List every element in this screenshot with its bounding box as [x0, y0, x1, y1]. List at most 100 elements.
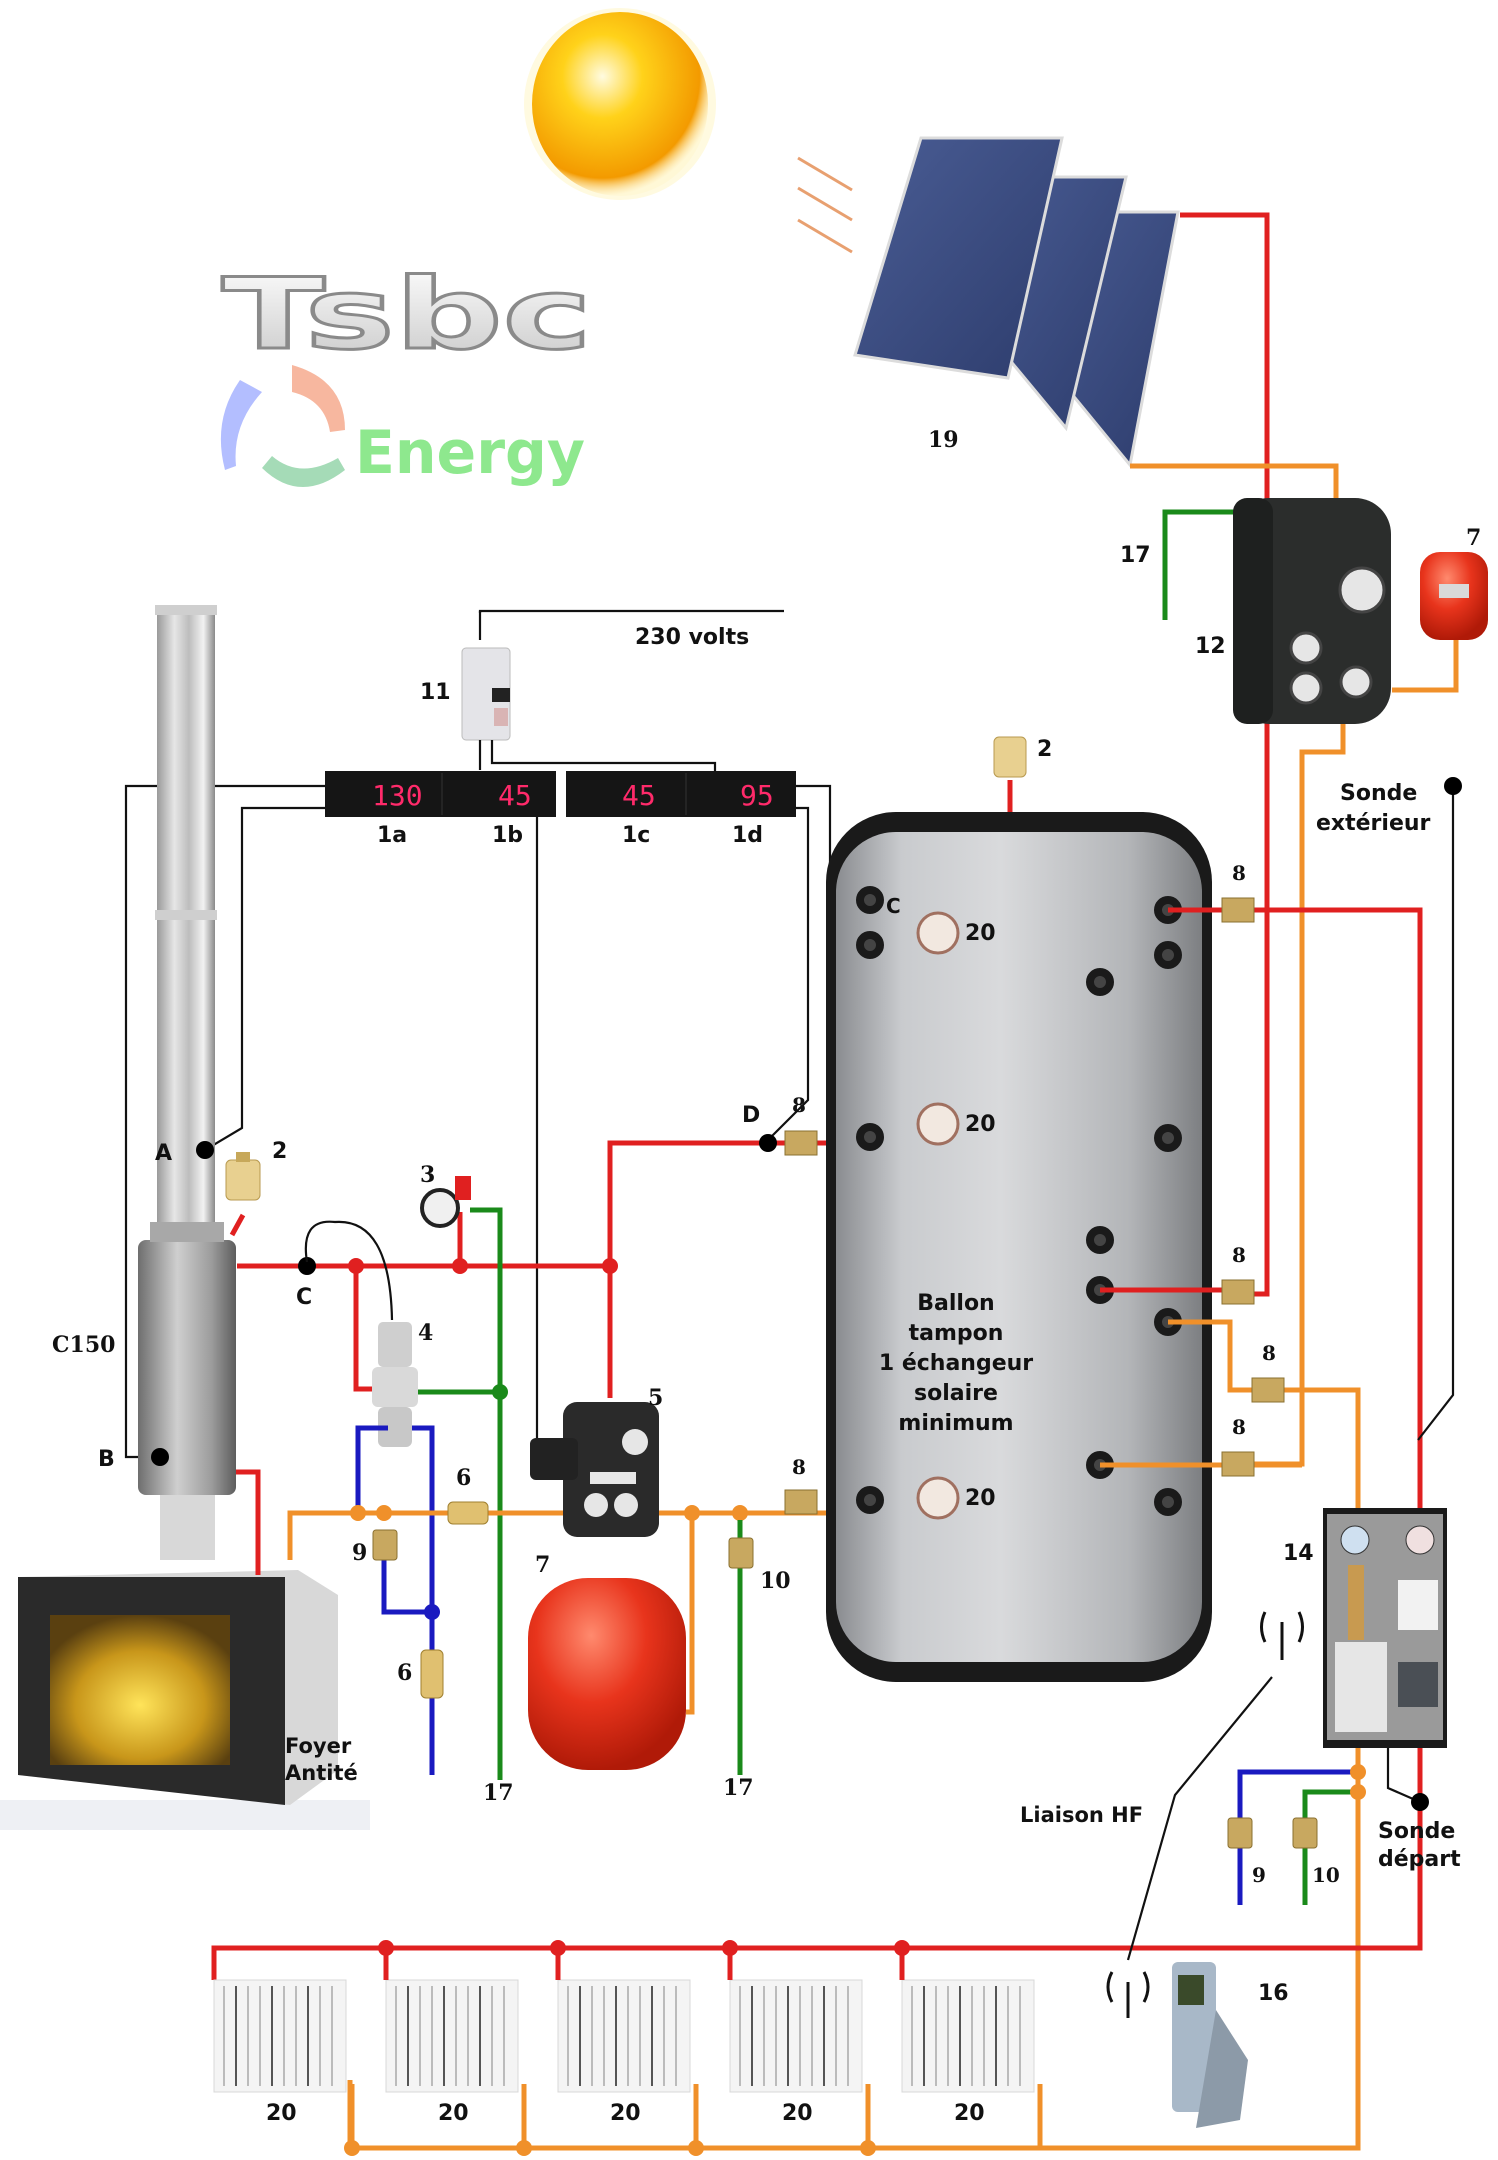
outdoor-probe-wire [1417, 790, 1455, 1441]
isolation-valve-left-bottom[interactable] [784, 1489, 818, 1515]
controller-1d-display: 95 [740, 779, 774, 812]
label-controller-1b: 1b [492, 823, 523, 848]
solar-flow-pipe [1180, 212, 1270, 505]
controller-1a-display: 130 [372, 779, 423, 812]
circuit-breaker[interactable] [461, 647, 511, 741]
thermostatic-valve[interactable] [372, 1322, 418, 1447]
sun-icon [524, 8, 716, 200]
solar-drain-pipe [1162, 509, 1250, 620]
solar-to-tank-flow-pipe [1240, 722, 1270, 1297]
radio-antenna-icon [1260, 1611, 1304, 1660]
label-foyer-line1: Foyer [285, 1734, 352, 1758]
label-thermometer-top: 20 [965, 921, 996, 946]
isolation-valve-right-2[interactable] [1221, 1279, 1255, 1305]
fireplace-insert[interactable] [0, 1570, 370, 1830]
label-sensor-A: A [155, 1141, 172, 1166]
fill-valve[interactable] [372, 1529, 398, 1561]
return-junction [516, 2140, 532, 2156]
return-junction [860, 2140, 876, 2156]
svg-text:1 échangeur: 1 échangeur [879, 1351, 1033, 1376]
svg-text:solaire: solaire [914, 1381, 998, 1406]
radiator[interactable] [901, 1979, 1035, 2093]
primary-return-pipe [287, 1510, 870, 1560]
drain-valve-2[interactable] [1292, 1817, 1318, 1849]
label-radio-link: Liaison HF [1020, 1803, 1143, 1827]
label-sensor-C: C [296, 1285, 312, 1310]
logo-brand-text: Tsbc [222, 258, 592, 372]
solar-expansion-vessel[interactable] [1420, 552, 1488, 640]
tank-description: Ballon tampon 1 échangeur solaire minimu… [879, 1291, 1033, 1436]
air-vent-tank[interactable] [993, 736, 1027, 778]
controller-1c-display: 45 [622, 779, 656, 812]
flow-junction [550, 1940, 566, 1956]
label-radiator: 20 [782, 2101, 813, 2126]
svg-text:8: 8 [1232, 1243, 1246, 1267]
label-fill-valve-2: 9 [1252, 1863, 1266, 1887]
radiator[interactable] [213, 1979, 347, 2093]
label-controller-1a: 1a [377, 823, 407, 848]
load-unit-pump[interactable] [530, 1402, 659, 1537]
label-safety-group: 3 [420, 1162, 435, 1188]
isolation-valve-left-top[interactable] [784, 1130, 818, 1156]
label-outdoor-probe-2: extérieur [1316, 811, 1431, 836]
solar-expansion-pipe [1392, 635, 1459, 693]
label-c150: C150 [52, 1332, 115, 1358]
c150-heat-exchanger[interactable] [138, 1222, 236, 1560]
label-heating-station: 14 [1283, 1541, 1314, 1566]
air-vent-stove[interactable] [225, 1152, 261, 1201]
isolation-valve-right-1[interactable] [1221, 897, 1255, 923]
sensor-point-C [298, 1257, 316, 1275]
label-solar-drain: 17 [1120, 543, 1151, 568]
label-radiator: 20 [438, 2101, 469, 2126]
heating-station[interactable] [1323, 1508, 1447, 1748]
svg-text:8: 8 [792, 1455, 806, 1479]
radiator[interactable] [557, 1979, 691, 2093]
energy-swirl-icon [220, 365, 345, 488]
safety-group[interactable] [420, 1176, 471, 1228]
buffer-tank[interactable] [826, 812, 1212, 1682]
label-solar-panels: 19 [928, 427, 959, 453]
flow-junction [894, 1940, 910, 1956]
check-valve-horizontal[interactable] [447, 1501, 489, 1525]
sensor-point-D [759, 1134, 777, 1152]
return-junction [688, 2140, 704, 2156]
label-230-volts: 230 volts [635, 625, 749, 650]
radiator[interactable] [385, 1979, 519, 2093]
primary-flow-pipe [237, 1140, 790, 1269]
drain-valve[interactable] [728, 1537, 754, 1569]
label-drain-17b: 17 [723, 1775, 754, 1801]
brand-logo: Tsbc Energy [220, 257, 594, 489]
sensor-point-A [196, 1141, 214, 1159]
label-sensor-tank-C: C [886, 894, 901, 918]
isolation-valve-right-4[interactable] [1221, 1451, 1255, 1477]
thermostat-antenna-icon [1106, 1971, 1150, 2018]
label-foyer-line2: Antité [285, 1761, 358, 1785]
chimney-flue [155, 605, 217, 1245]
label-air-vent-stove: 2 [272, 1139, 287, 1164]
solar-panels [853, 136, 1180, 469]
svg-text:8: 8 [1232, 1415, 1246, 1439]
label-air-vent-tank: 2 [1037, 737, 1052, 762]
label-solar-station: 12 [1195, 634, 1226, 659]
drain-line-17a [470, 1207, 503, 1780]
load-unit-wire [535, 817, 557, 1476]
expansion-vessel[interactable] [528, 1578, 686, 1770]
label-sensor-D: D [742, 1103, 760, 1128]
radiator[interactable] [729, 1979, 863, 2093]
flow-junction [722, 1940, 738, 1956]
fill-valve-2[interactable] [1227, 1817, 1253, 1849]
radiator-flow-main [211, 1748, 1423, 1980]
return-junction [344, 2140, 360, 2156]
check-valve-vertical[interactable] [420, 1649, 444, 1699]
room-thermostat[interactable] [1172, 1962, 1248, 2128]
svg-text:8: 8 [1232, 861, 1246, 885]
label-radiator: 20 [954, 2101, 985, 2126]
label-flow-probe-1: Sonde [1378, 1819, 1455, 1844]
label-drain-17a: 17 [483, 1780, 514, 1806]
isolation-valve-right-3[interactable] [1251, 1377, 1285, 1403]
controller-strip-left [325, 771, 556, 817]
label-drain-valve: 10 [760, 1568, 791, 1594]
solar-pump-station[interactable] [1233, 498, 1391, 724]
label-controller-1c: 1c [622, 823, 650, 848]
stove-flow-pipe [236, 1469, 261, 1575]
